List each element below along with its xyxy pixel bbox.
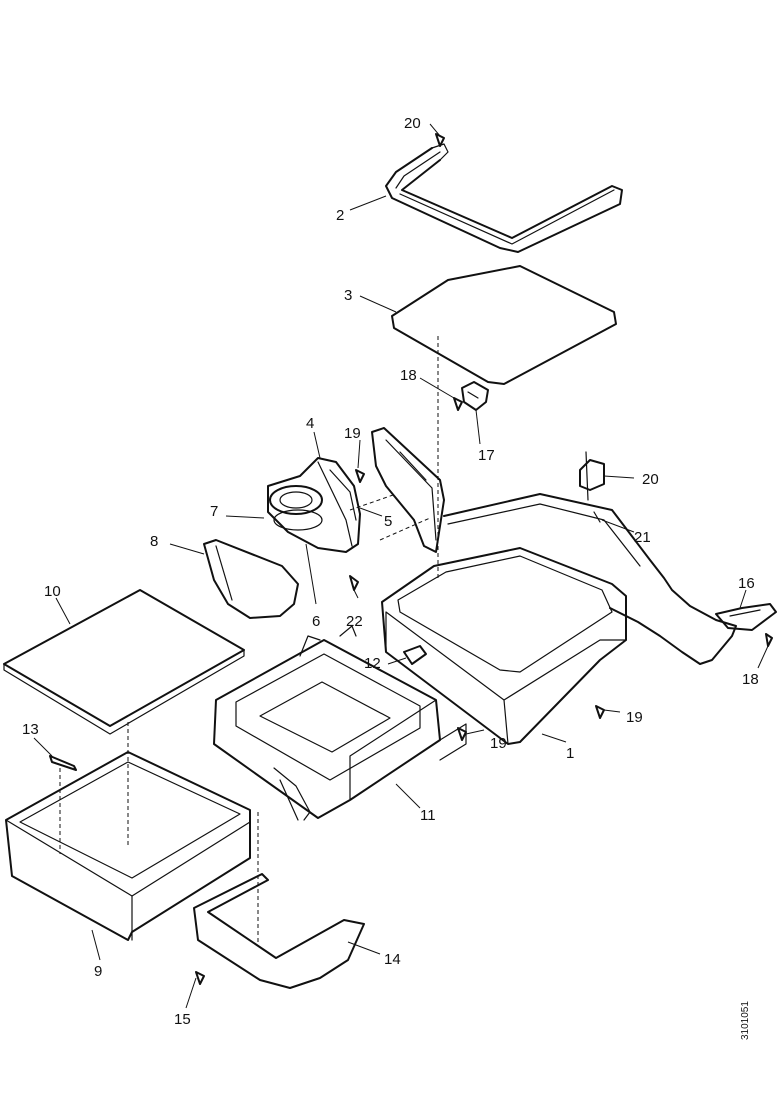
callout-label: 19 [490, 735, 507, 752]
part-4-motor-assembly [267, 457, 361, 553]
part-5-cover [371, 427, 445, 553]
part-14-front-panel [193, 873, 365, 989]
callout-labels: 20 2 3 18 17 19 4 5 7 8 6 22 20 21 16 18… [22, 115, 759, 1028]
part-8-curved-cover [203, 539, 299, 619]
callout-label: 16 [738, 575, 755, 592]
callout-label: 17 [478, 447, 495, 464]
part-12-bracket [403, 645, 427, 665]
callout-label: 1 [566, 745, 574, 762]
callout-label: 2 [336, 207, 344, 224]
part-1-base-tub [381, 493, 737, 745]
part-2-top-frame [385, 143, 623, 253]
callout-label: 19 [626, 709, 643, 726]
part-16-latch [715, 603, 777, 631]
callout-label: 13 [22, 721, 39, 738]
callout-label: 18 [400, 367, 417, 384]
part-20-21-bracket-right [579, 451, 605, 523]
part-13-clip [49, 755, 77, 771]
callout-label: 21 [634, 529, 651, 546]
figure-id: 3101051 [740, 1001, 751, 1040]
callout-label: 10 [44, 583, 61, 600]
callout-label: 20 [404, 115, 421, 132]
callout-label: 20 [642, 471, 659, 488]
callout-label: 9 [94, 963, 102, 980]
callout-label: 8 [150, 533, 158, 550]
part-10-flat-sheet [3, 589, 245, 735]
part-17-bracket [461, 381, 489, 411]
fasteners [195, 133, 773, 985]
callout-label: 7 [210, 503, 218, 520]
callout-label: 6 [312, 613, 320, 630]
assembly-guide-lines [59, 336, 439, 944]
callout-label: 18 [742, 671, 759, 688]
callout-label: 5 [384, 513, 392, 530]
callout-label: 14 [384, 951, 401, 968]
part-11-frame-carriage [213, 625, 467, 821]
callout-label: 3 [344, 287, 352, 304]
callout-label: 11 [420, 807, 436, 824]
callout-label: 15 [174, 1011, 191, 1028]
part-9-drawer [5, 751, 251, 941]
callout-label: 12 [364, 655, 381, 672]
callout-label: 4 [306, 415, 314, 432]
callout-label: 22 [346, 613, 363, 630]
callout-label: 19 [344, 425, 361, 442]
part-3-flat-panel [391, 265, 617, 385]
leader-lines [33, 123, 769, 1009]
